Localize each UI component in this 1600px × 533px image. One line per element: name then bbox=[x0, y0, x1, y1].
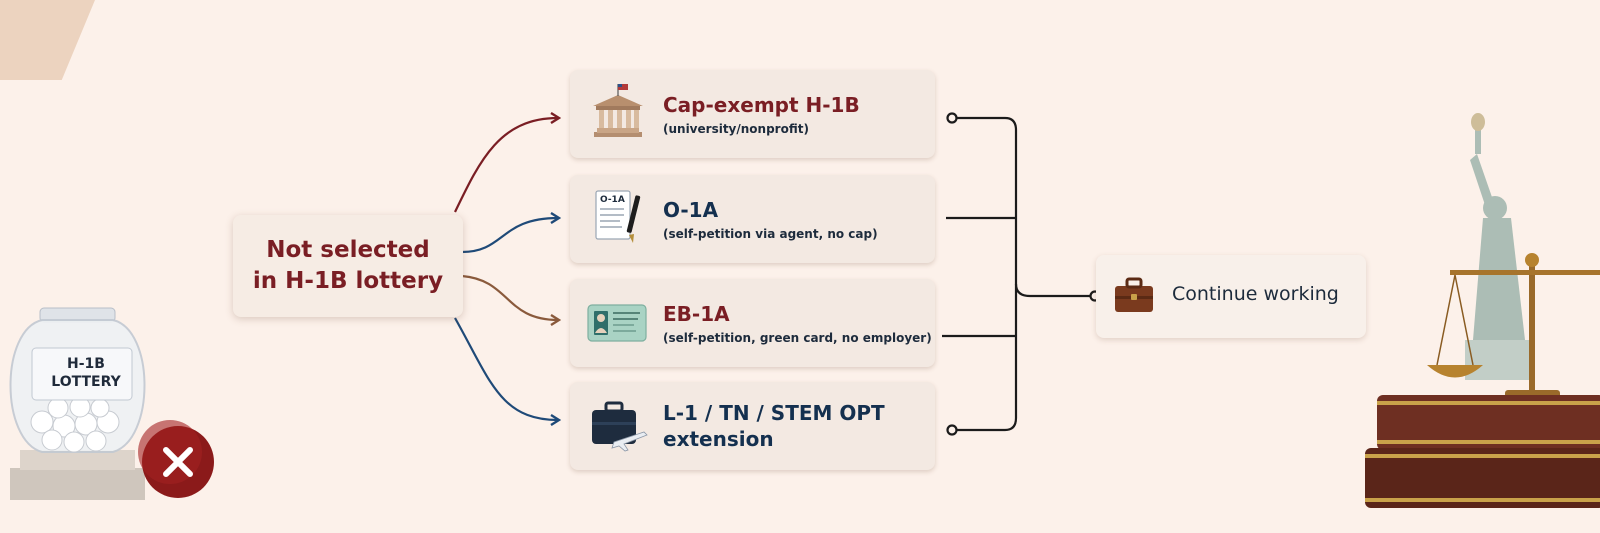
outcome-node: Continue working bbox=[1096, 255, 1366, 338]
briefcase-icon bbox=[1112, 275, 1156, 319]
option-title: Cap-exempt H-1B bbox=[663, 93, 860, 117]
outcome-label: Continue working bbox=[1172, 283, 1339, 305]
law-books-icon bbox=[1365, 395, 1600, 508]
merge-bracket bbox=[942, 112, 1101, 436]
petition-document-icon: O-1A bbox=[584, 187, 650, 251]
lottery-jar-icon bbox=[9, 307, 214, 500]
option-title: EB-1A bbox=[663, 302, 730, 326]
svg-text:O-1A: O-1A bbox=[600, 195, 625, 205]
option-card-o1a: O-1A O-1A (self-petition via agent, no c… bbox=[570, 175, 935, 263]
arrow-to-eb1a bbox=[461, 274, 558, 320]
arrow-to-o1a bbox=[461, 218, 558, 254]
rejected-x-icon bbox=[163, 447, 193, 477]
option-card-eb1a: EB-1A (self-petition, green card, no emp… bbox=[570, 279, 935, 367]
university-building-icon bbox=[584, 82, 650, 146]
green-card-icon bbox=[584, 291, 650, 355]
option-title: L-1 / TN / STEM OPT extension bbox=[663, 401, 885, 451]
option-title: O-1A bbox=[663, 198, 719, 222]
option-card-l1-tn-stem-opt: L-1 / TN / STEM OPT extension bbox=[570, 382, 935, 470]
statue-of-liberty-icon bbox=[1365, 113, 1600, 508]
source-title: Not selected in H-1B lottery bbox=[252, 237, 444, 294]
option-subtitle: (self-petition via agent, no cap) bbox=[663, 227, 878, 241]
option-subtitle: (university/nonprofit) bbox=[663, 122, 809, 136]
option-card-cap-exempt: Cap-exempt H-1B (university/nonprofit) bbox=[570, 70, 935, 158]
briefcase-plane-icon bbox=[584, 394, 650, 458]
arrow-to-cap-exempt bbox=[454, 118, 558, 213]
lottery-jar-label: H-1B LOTTERY bbox=[51, 356, 121, 390]
arrow-to-l1-tn bbox=[454, 317, 558, 420]
source-node: Not selected in H-1B lottery bbox=[233, 215, 463, 317]
option-subtitle: (self-petition, green card, no employer) bbox=[663, 331, 932, 345]
